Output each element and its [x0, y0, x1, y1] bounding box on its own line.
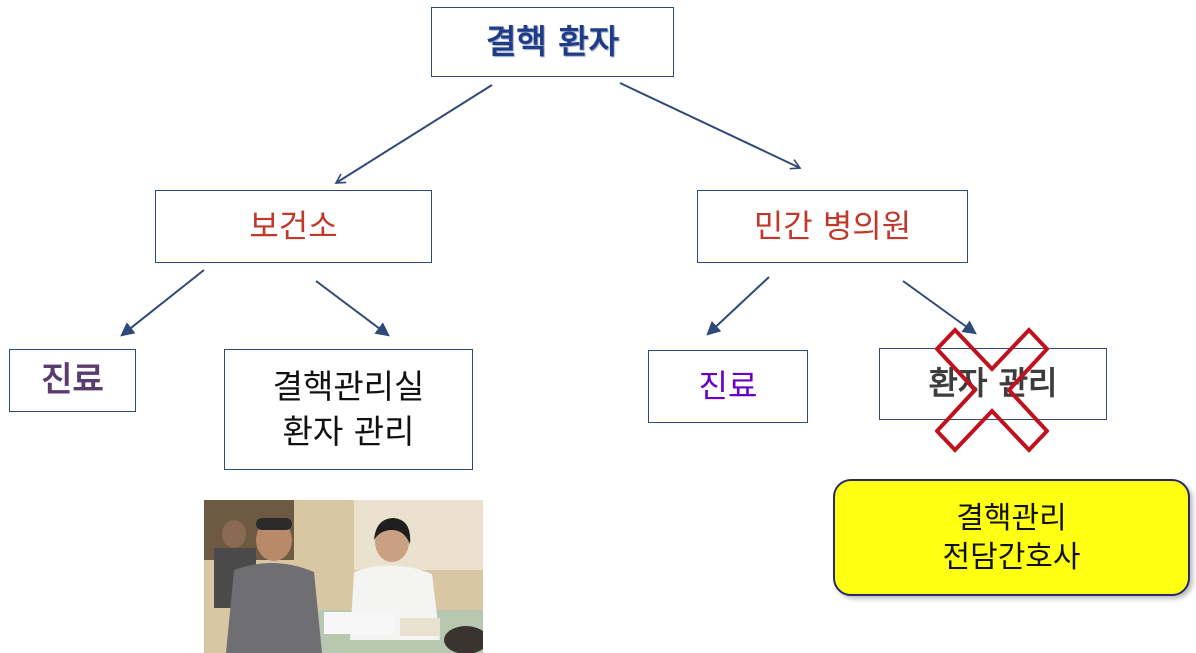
photo-papers: [324, 612, 394, 634]
node-health-center-management: 결핵관리실 환자 관리: [224, 349, 473, 470]
photo-patient-hair: [256, 518, 292, 530]
node-health-center: 보건소: [155, 190, 432, 263]
arrow-root-to-health-center: [334, 84, 493, 184]
nurse-consulting-patient-photo: [204, 500, 483, 653]
node-health-center-treatment: 진료: [9, 349, 136, 412]
arrow-health-center-to-management: [315, 280, 390, 337]
photo-nurse-hair: [374, 518, 411, 544]
arrow-health-center-to-treatment: [120, 269, 205, 337]
arrow-root-to-private-clinic: [619, 82, 802, 170]
proposal-tb-nurse-box: 결핵관리 전담간호사: [833, 479, 1190, 596]
photo-window: [354, 500, 483, 570]
node-private-clinic-treatment: 진료: [648, 350, 808, 423]
photo-hand-foreground: [444, 626, 483, 653]
arrow-private-clinic-to-management: [902, 280, 977, 335]
node-private-clinic: 민간 병의원: [697, 190, 968, 263]
root-node-tb-patient: 결핵 환자: [431, 7, 674, 77]
photo-box-on-table: [400, 618, 440, 636]
photo-patient-jacket: [226, 562, 322, 653]
node-private-clinic-management: 환자 관리: [879, 348, 1107, 420]
arrow-private-clinic-to-treatment: [706, 276, 770, 336]
photo-background-person-head: [222, 520, 246, 548]
